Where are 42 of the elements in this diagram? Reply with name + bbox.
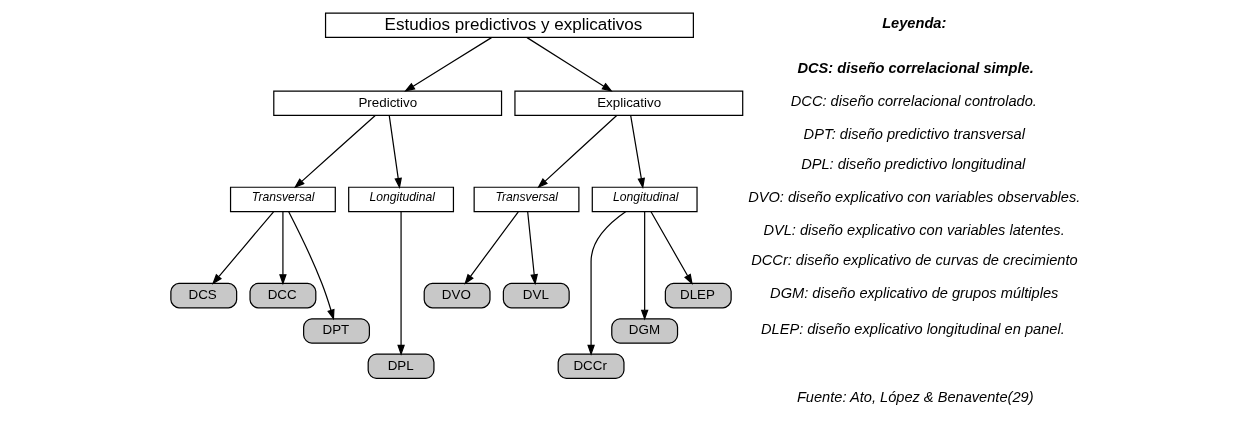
label: Leyenda: [882, 14, 947, 31]
label: DPL: diseño predictivo longitudinal [801, 156, 1026, 173]
label: DPT: diseño predictivo transversal [803, 125, 1026, 142]
label: DGM: diseño explicativo de grupos múltiples [770, 285, 1059, 302]
arrow [527, 211, 538, 286]
node-box: DCS [170, 282, 238, 309]
label: DCCr: diseño explicativo de curvas de crecimiento [751, 252, 1078, 269]
arrow [288, 211, 335, 321]
label: DLEP: diseño explicativo longitudinal en panel. [760, 320, 1065, 337]
node-box: DVL [502, 282, 570, 309]
arrow [388, 114, 402, 189]
node-box: Estudios predictivos y explicativos [324, 12, 694, 39]
arrow [404, 37, 493, 92]
node-box: Transversal [473, 186, 580, 213]
arrow [397, 211, 405, 356]
label: DVL: diseño explicativo con variables latentes. [763, 221, 1065, 238]
node-box: Predictivo [273, 90, 503, 116]
arrow [526, 37, 613, 92]
node-box: DPL [367, 353, 435, 380]
label: Fuente: Ato, López & Benavente(29) [796, 388, 1034, 405]
arrow [211, 211, 275, 285]
arrow [630, 114, 646, 189]
node-box: Transversal [229, 186, 336, 213]
arrow [537, 114, 618, 189]
node-box: Explicativo [514, 90, 744, 116]
node-box: Longitudinal [591, 186, 698, 213]
node-box: DLEP [664, 282, 732, 309]
arrow [640, 211, 649, 321]
arrow [279, 211, 287, 286]
label: DCS: diseño correlacional simple. [797, 59, 1034, 76]
arrow [464, 211, 519, 285]
node-box: DPT [303, 318, 370, 344]
label: DCC: diseño correlacional controlado. [790, 92, 1037, 109]
node-box: DVO [423, 282, 491, 309]
arrow [587, 211, 627, 356]
node-box: DCC [249, 282, 317, 309]
node-box: Longitudinal [348, 186, 455, 213]
label: DVO: diseño explicativo con variables observables. [748, 188, 1081, 205]
node-box: DGM [611, 318, 679, 344]
node-box: DCCr [557, 353, 625, 380]
arrow [650, 211, 693, 285]
arrow [293, 114, 376, 189]
